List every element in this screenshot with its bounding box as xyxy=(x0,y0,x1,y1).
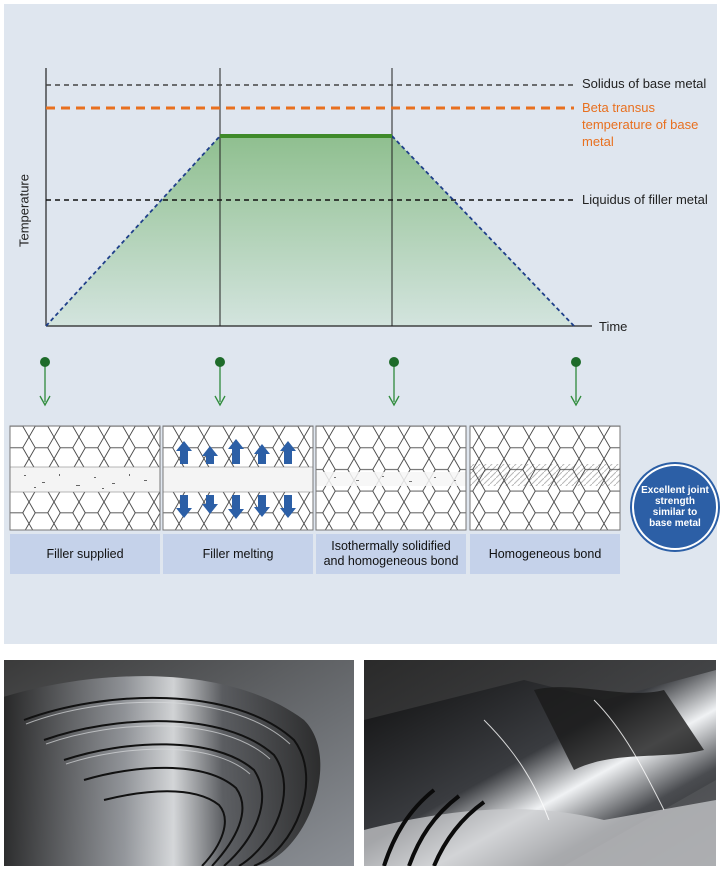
liquidus-label: Liquidus of filler metal xyxy=(582,192,708,207)
diffusion-arrows xyxy=(176,439,296,519)
stage-caption-text: Filler melting xyxy=(202,546,274,561)
beta-transus-label: Beta transus temperature of base metal xyxy=(582,99,717,150)
stage-caption-filler-supplied: Filler supplied xyxy=(10,534,160,574)
badge-text: Excellent joint strength similar to base… xyxy=(641,485,709,529)
stage-caption-filler-melting: Filler melting xyxy=(163,534,313,574)
metal-foil-sheets-photo xyxy=(364,660,716,866)
stage-marker-4 xyxy=(570,357,582,407)
foil-roll-illustration xyxy=(4,660,354,866)
cooling-ramp xyxy=(391,135,575,327)
diagram-graphics xyxy=(9,68,621,531)
beta-transus-label-line-1: Beta transus xyxy=(582,100,655,115)
beta-transus-label-line-2: temperature of base xyxy=(582,117,699,132)
microstructure-isothermally-solidified xyxy=(315,425,467,531)
heating-ramp xyxy=(45,135,221,327)
stage-caption-text-line-1: Isothermally solidified xyxy=(331,539,451,553)
microstructure-homogeneous-bond xyxy=(469,425,621,531)
stage-caption-text-line-2: and homogeneous bond xyxy=(323,554,459,568)
foil-sheets-illustration xyxy=(364,660,716,866)
microstructure-filler-supplied xyxy=(9,425,161,531)
profile-fill xyxy=(46,136,574,326)
microstructure-filler-melting xyxy=(162,425,314,531)
stage-caption-text: Homogeneous bond xyxy=(488,546,602,561)
joint-strength-badge: Excellent joint strength similar to base… xyxy=(632,464,718,550)
beta-transus-label-line-3: metal xyxy=(582,134,614,149)
stage-marker-3 xyxy=(388,357,400,407)
brazing-process-diagram: Temperature Time Solidus of base metal B… xyxy=(4,4,718,644)
stage-caption-text: Filler supplied xyxy=(46,546,124,561)
metal-foil-roll-photo xyxy=(4,660,354,866)
stage-marker-2 xyxy=(214,357,226,407)
x-axis-label: Time xyxy=(599,319,628,334)
stage-caption-isothermal: Isothermally solidified and homogeneous … xyxy=(316,534,466,574)
y-axis-label: Temperature xyxy=(16,174,32,247)
stage-marker-1 xyxy=(39,357,51,407)
solidus-label: Solidus of base metal xyxy=(582,76,707,91)
stage-caption-homogeneous-bond: Homogeneous bond xyxy=(470,534,620,574)
